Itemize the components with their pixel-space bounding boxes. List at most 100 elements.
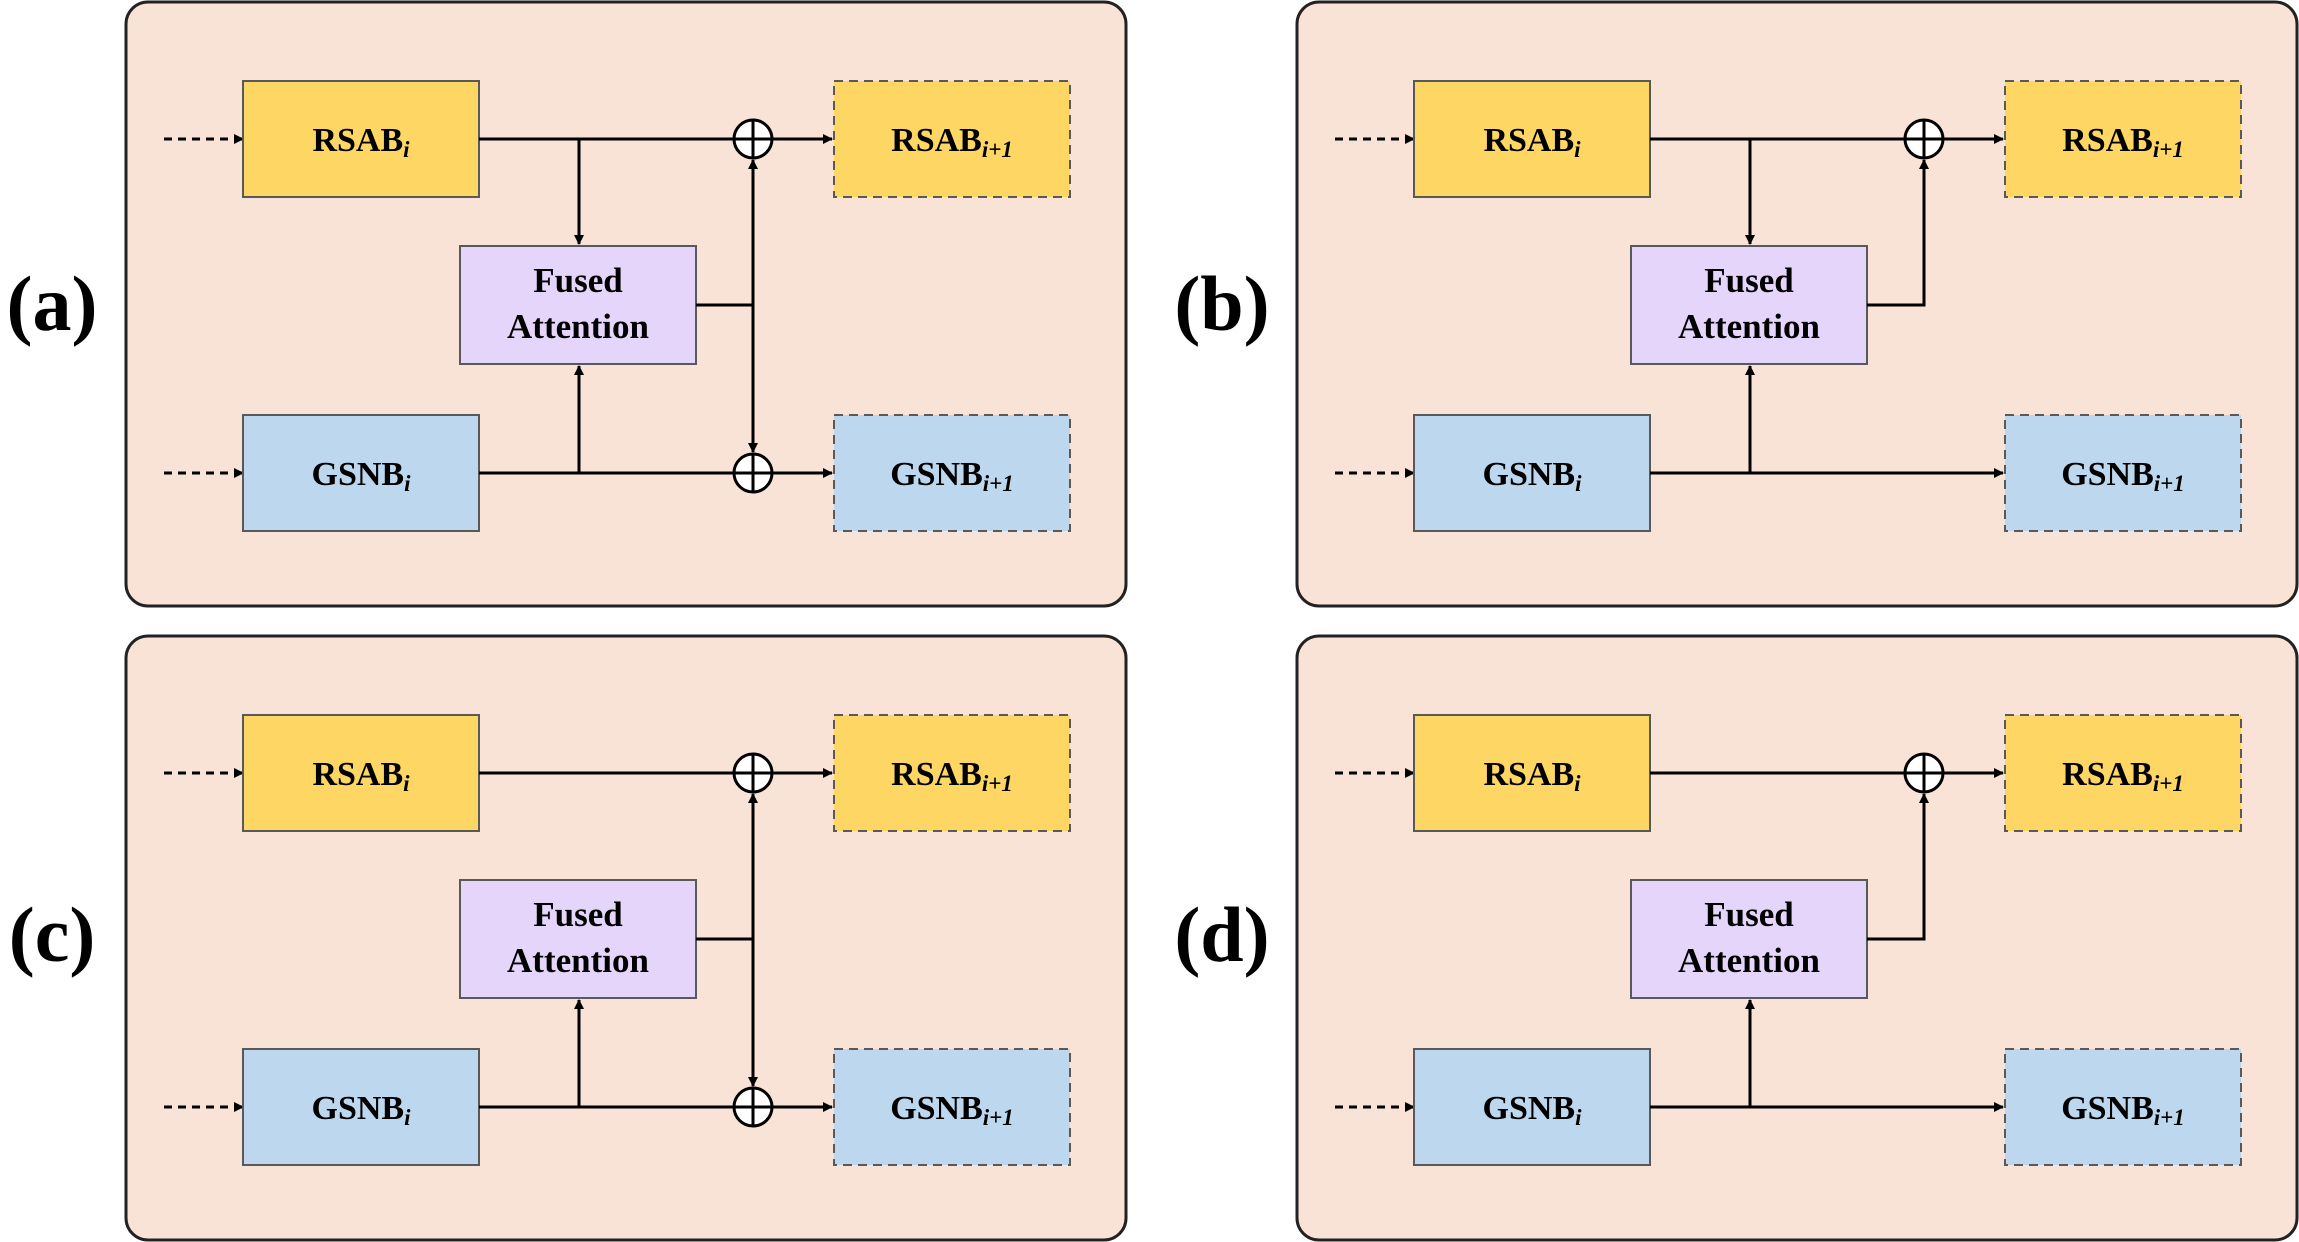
fused-attention-box [459,245,697,365]
gsnb-next-block: GSNBi+1 [2004,414,2242,532]
rsab-next-block-box [833,714,1071,832]
gsnb-i-block: GSNBi [242,1048,480,1166]
gsnb-next-block-box [2004,1048,2242,1166]
rsab-i-block: RSABi [1413,80,1651,198]
gsnb-next-block-label-subscript: i+1 [983,1105,1014,1130]
gsnb-i-block-label-subscript: i [1575,471,1582,496]
gsnb-next-block-box [833,414,1071,532]
gsnb-i-block-label-base: GSNB [312,456,405,493]
rsab-i-block: RSABi [242,714,480,832]
fused-to-rsab-sum-arrow [1867,159,1929,307]
rsab-i-block-label: RSABi [312,756,410,796]
gsnb-next-block-label: GSNBi+1 [2061,1090,2185,1130]
gsnb-next-block-label-base: GSNB [2061,1090,2154,1127]
rsab-i-block-label: RSABi [1483,756,1581,796]
rsab-i-block-box [242,714,480,832]
rsab-next-block-box [2004,714,2242,832]
fused-attention-box [1630,245,1868,365]
rsab-sum-node [1903,752,1945,794]
rsab-i-block: RSABi [1413,714,1651,832]
gsnb-i-block-label: GSNBi [1483,456,1583,496]
gsnb-next-block-label-base: GSNB [890,1090,983,1127]
rsab-next-block-label-base: RSAB [891,122,982,159]
gsnb-next-block: GSNBi+1 [833,1048,1071,1166]
gsnb-i-block: GSNBi [1413,414,1651,532]
rsab-next-block-label: RSABi+1 [891,756,1013,796]
rsab-i-block-label-base: RSAB [1483,122,1574,159]
gsnb-sum-node [732,1086,774,1128]
rsab-next-block-label-base: RSAB [891,756,982,793]
rsab-i-block-label-subscript: i [1574,771,1581,796]
rsab-next-block-label-subscript: i+1 [982,137,1013,162]
gsnb-next-block: GSNBi+1 [833,414,1071,532]
fused-to-rsab-sum-arrow [1867,793,1929,941]
panel-label: (c) [9,891,96,978]
rsab-next-block-label: RSABi+1 [2062,122,2184,162]
gsnb-i-block-box [242,414,480,532]
fused-attention-line1: Fused [1704,261,1794,300]
fused-attention-line1: Fused [1704,895,1794,934]
fused-attention-line2: Attention [1678,941,1820,980]
gsnb-next-block-label-base: GSNB [890,456,983,493]
rsab-i-block-label-base: RSAB [1483,756,1574,793]
rsab-sum-node [1903,118,1945,160]
rsab-next-block-box [2004,80,2242,198]
gsnb-next-block-label-subscript: i+1 [2154,471,2185,496]
gsnb-i-block-label: GSNBi [1483,1090,1583,1130]
gsnb-i-block-label: GSNBi [312,456,412,496]
gsnb-i-block-label-subscript: i [404,471,411,496]
rsab-next-block-label-subscript: i+1 [2153,137,2184,162]
gsnb-i-block: GSNBi [1413,1048,1651,1166]
fused-attention-line2: Attention [507,307,649,346]
gsnb-next-block-label: GSNBi+1 [890,1090,1014,1130]
gsnb-i-block-box [1413,1048,1651,1166]
gsnb-next-block-label: GSNBi+1 [2061,456,2185,496]
rsab-sum-node [732,118,774,160]
rsab-i-block-label-subscript: i [403,771,410,796]
rsab-i-block-label: RSABi [312,122,410,162]
gsnb-sum-node [732,452,774,494]
gsnb-i-block-label-subscript: i [404,1105,411,1130]
rsab-next-block-label-subscript: i+1 [982,771,1013,796]
fused-attention-box [459,879,697,999]
gsnb-next-block-label-subscript: i+1 [2154,1105,2185,1130]
gsnb-next-block-label-base: GSNB [2061,456,2154,493]
gsnb-next-block-label-subscript: i+1 [983,471,1014,496]
rsab-i-block-box [242,80,480,198]
rsab-i-block-label: RSABi [1483,122,1581,162]
fused-attention-line1: Fused [533,895,623,934]
rsab-next-block: RSABi+1 [833,80,1071,198]
gsnb-next-block: GSNBi+1 [2004,1048,2242,1166]
rsab-i-block-label-subscript: i [1574,137,1581,162]
rsab-next-block: RSABi+1 [833,714,1071,832]
fused-attention-line2: Attention [507,941,649,980]
gsnb-i-block: GSNBi [242,414,480,532]
rsab-next-block-box [833,80,1071,198]
gsnb-i-block-label: GSNBi [312,1090,412,1130]
gsnb-i-block-box [242,1048,480,1166]
rsab-i-block-box [1413,714,1651,832]
gsnb-next-block-box [2004,414,2242,532]
panel-label: (d) [1174,891,1269,978]
gsnb-i-block-box [1413,414,1651,532]
gsnb-i-block-label-base: GSNB [1483,456,1576,493]
gsnb-i-block-label-subscript: i [1575,1105,1582,1130]
gsnb-i-block-label-base: GSNB [312,1090,405,1127]
rsab-i-block-label-subscript: i [403,137,410,162]
rsab-next-block: RSABi+1 [2004,80,2242,198]
rsab-i-block-box [1413,80,1651,198]
rsab-i-block-label-base: RSAB [312,122,403,159]
rsab-next-block-label-base: RSAB [2062,122,2153,159]
rsab-next-block: RSABi+1 [2004,714,2242,832]
panel-label: (a) [7,260,98,347]
fused-attention-box [1630,879,1868,999]
